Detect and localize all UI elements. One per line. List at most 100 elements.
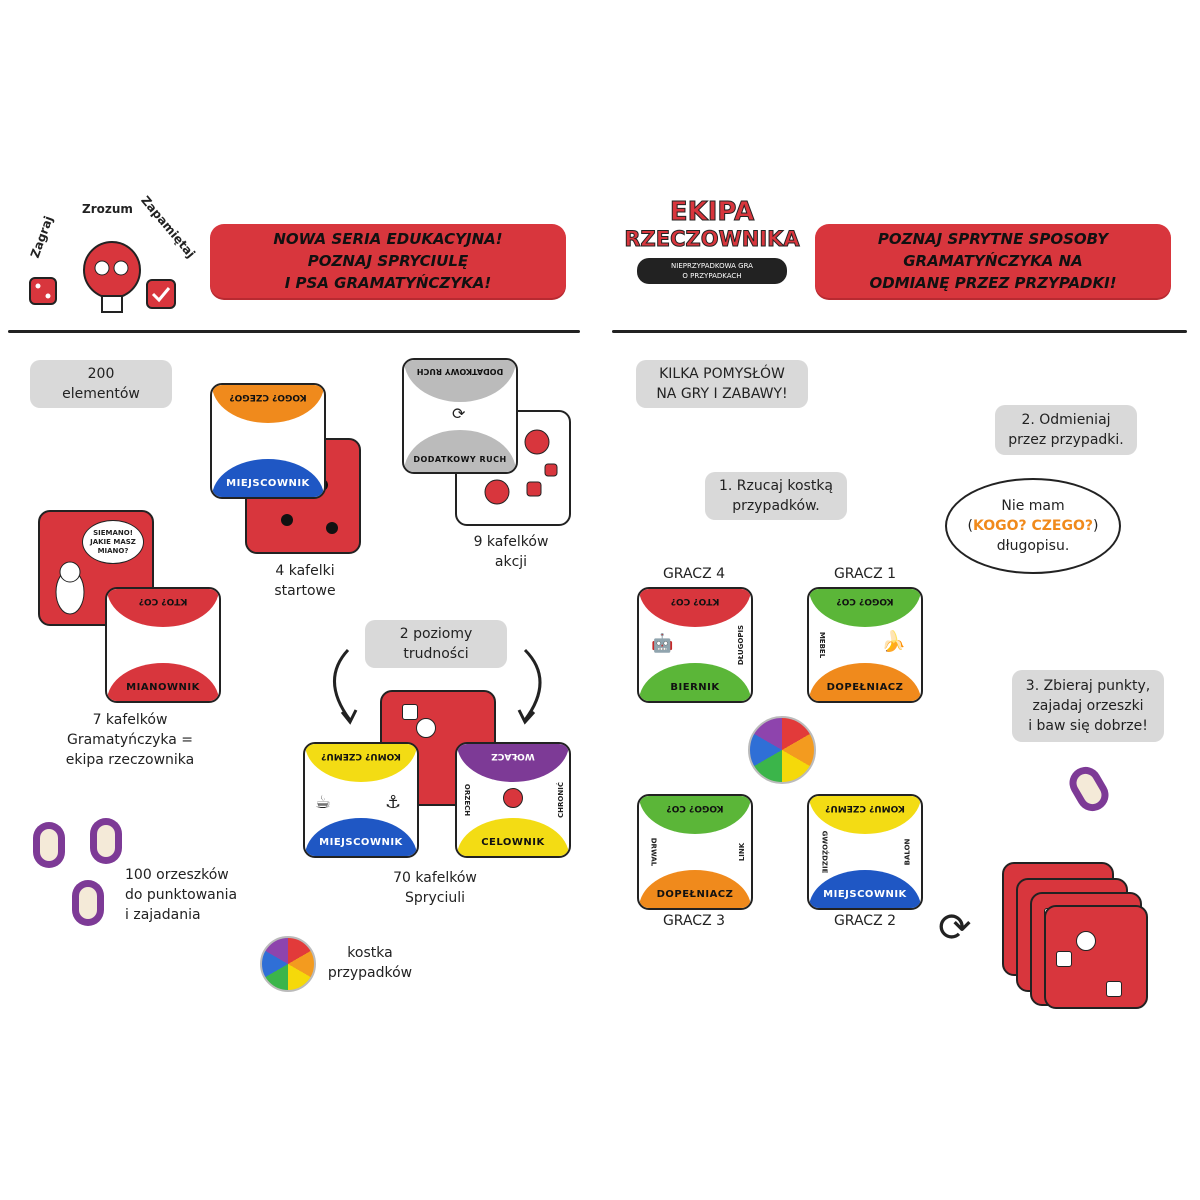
step2-pill: 2. Odmieniaj przez przypadki. (995, 405, 1137, 455)
speech-line: MIANO? (97, 547, 129, 555)
bubble-highlight: KOGO? CZEGO? (972, 518, 1093, 534)
spryciula-label: 70 kafelków Spryciuli (375, 868, 495, 908)
peanut-icon (90, 818, 122, 864)
label-line: 9 kafelków (473, 534, 549, 550)
case-cube-icon (748, 716, 816, 784)
tile-top-label: KOGO? CO? (666, 803, 724, 813)
logo-title-2: RZECZOWNIKA (624, 227, 800, 252)
clock-icon (1076, 931, 1096, 951)
label-line: Spryciuli (404, 890, 466, 906)
tile-bottom-label: MIEJSCOWNIK (319, 837, 403, 848)
tile-side-left: GWOŹDZIE (820, 830, 829, 874)
tile-stack-4 (1044, 905, 1148, 1009)
label-line: przypadków (327, 965, 413, 981)
anchor-icon: ⚓ (385, 792, 402, 813)
curved-arrows-icon (333, 648, 542, 725)
banner-line: POZNAJ SPRYCIULĘ (307, 252, 469, 270)
pill-line: 1. Rzucaj kostką (718, 478, 834, 494)
logo-title-1: EKIPA (669, 197, 755, 227)
pill-line: elementów (62, 386, 140, 402)
pill-line: trudności (403, 646, 469, 662)
tile-bottom-label: MIANOWNIK (126, 682, 200, 693)
player-4-label: GRACZ 4 (662, 566, 726, 582)
player-3-tile: KOGO? CO? DRWAL LINK DOPEŁNIACZ (637, 794, 753, 910)
peanut-icon (1063, 761, 1115, 817)
player-1-tile: KOGO? CO? MEBEL 🍌 DOPEŁNIACZ (807, 587, 923, 703)
subtitle-line: NIEPRZYPADKOWA GRA (671, 262, 753, 270)
tile-top-label: KOMU? CZEMU? (825, 803, 905, 813)
label-line: akcji (494, 554, 528, 570)
zzz-logo: Zagraj Zrozum Zapamiętaj (22, 190, 198, 325)
bubble-line: Nie mam (1001, 498, 1065, 514)
dog-icon (55, 561, 85, 615)
left-banner: NOWA SERIA EDUKACYJNA! POZNAJ SPRYCIULĘ … (210, 224, 566, 298)
label-line: 70 kafelków (393, 870, 477, 886)
right-divider (612, 330, 1187, 333)
pill-line: 3. Zbieraj punkty, (1025, 678, 1151, 694)
tile-side-right: DŁUGOPIS (736, 624, 745, 666)
step1-pill: 1. Rzucaj kostką przypadków. (705, 472, 847, 520)
banner-line: I PSA GRAMATYŃCZYKA! (284, 274, 492, 292)
bubble-line: (KOGO? CZEGO?) (967, 518, 1099, 534)
player-1-label: GRACZ 1 (833, 566, 897, 582)
pill-line: 2. Odmieniaj (1021, 412, 1111, 428)
nuts-label: 100 orzeszków do punktowania i zajadania (125, 865, 250, 925)
peanut-icon (33, 822, 65, 868)
pill-line: przypadków. (732, 498, 820, 514)
label-line: 4 kafelki (275, 563, 335, 579)
tile-top-label: WOŁACZ (491, 751, 535, 761)
tile-bottom-label: DODATKOWY RUCH (413, 455, 507, 464)
pill-line: zajadaj orzeszki (1032, 698, 1144, 714)
player-4-tile: KTO? CO? 🤖 DŁUGOPIS BIERNIK (637, 587, 753, 703)
banner-line: GRAMATYŃCZYKA NA (903, 252, 1083, 270)
case-cube-icon (260, 936, 316, 992)
tile-bottom-label: DOPEŁNIACZ (826, 682, 904, 693)
logo-subtitle: NIEPRZYPADKOWA GRA O PRZYPADKACH (637, 258, 787, 284)
rotate-arrows-icon: ⟳ (938, 905, 972, 951)
lightbulb-icon (29, 241, 176, 313)
tile-bottom-label: BIERNIK (670, 682, 720, 693)
tile-bottom-label: DOPEŁNIACZ (656, 889, 734, 900)
speech-line: SIEMANO! (93, 529, 133, 537)
player-3-label: GRACZ 3 (662, 913, 726, 929)
tile-side-left: MEBEL (818, 631, 827, 659)
tile-top-label: KTO? CO? (138, 596, 188, 606)
speech-line: JAKIE MASZ (90, 538, 136, 546)
subtitle-line: O PRZYPADKACH (682, 272, 742, 280)
tile-side-left: DRWAL (649, 837, 658, 867)
tile-bottom-label: MIEJSCOWNIK (226, 478, 310, 489)
elements-pill: 200 elementów (30, 360, 172, 408)
label-line: 7 kafelków (92, 712, 168, 728)
tile-bottom-label: CELOWNIK (481, 837, 545, 848)
logo-word-2: Zrozum (82, 202, 133, 216)
start-tile: KOGO? CZEGO? MIEJSCOWNIK (210, 383, 326, 499)
rotate-icon: ⟳ (452, 404, 466, 423)
banner-line: NOWA SERIA EDUKACYJNA! (273, 230, 503, 248)
player-2-label: GRACZ 2 (833, 913, 897, 929)
pill-line: przez przypadki. (1008, 432, 1124, 448)
banana-icon: 🍌 (881, 629, 906, 653)
label-line: Gramatyńczyka = (67, 732, 193, 748)
action-label: 9 kafelków akcji (455, 532, 567, 572)
tile-top-label: KOMU? CZEMU? (321, 751, 401, 761)
tile-side-right: BALON (903, 838, 912, 866)
pill-line: KILKA POMYSŁÓW (659, 366, 785, 382)
peanut-icon (72, 880, 104, 926)
label-line: i zajadania (125, 907, 201, 923)
speech-bubble: Nie mam (KOGO? CZEGO?) długopisu. (945, 478, 1121, 574)
spryciula-tile-1: KOMU? CZEMU? ☕ ⚓ MIEJSCOWNIK (303, 742, 419, 858)
step3-pill: 3. Zbieraj punkty, zajadaj orzeszki i ba… (1012, 670, 1164, 742)
speech-bubble: SIEMANO! JAKIE MASZ MIANO? (82, 520, 144, 564)
right-banner: POZNAJ SPRYTNE SPOSOBY GRAMATYŃCZYKA NA … (815, 224, 1171, 298)
bulb-dice-icon (484, 429, 558, 505)
tile-top-label: KTO? CO? (670, 596, 720, 606)
grammar-label: 7 kafelków Gramatyńczyka = ekipa rzeczow… (50, 710, 210, 770)
mug-icon: ☕ (315, 792, 332, 813)
bulb-icon (503, 788, 523, 808)
cube-label: kostka przypadków (320, 943, 420, 983)
tile-side-left: ORZECH (463, 783, 472, 817)
label-line: ekipa rzeczownika (65, 752, 195, 768)
clock-icon (416, 718, 436, 738)
action-tile: DODATKOWY RUCH ⟳ DODATKOWY RUCH (402, 358, 518, 474)
ideas-pill: KILKA POMYSŁÓW NA GRY I ZABAWY! (636, 360, 808, 408)
